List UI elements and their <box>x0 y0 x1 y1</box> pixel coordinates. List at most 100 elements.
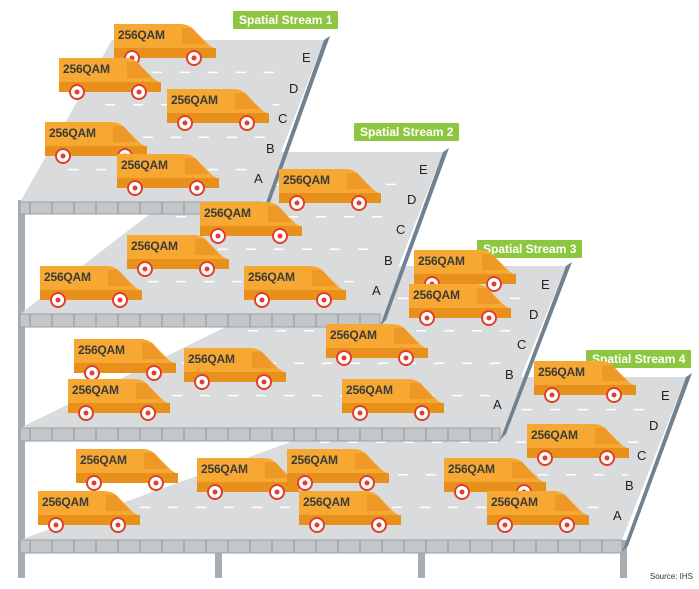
van-24: 256QAM <box>34 485 144 535</box>
van-17: 256QAM <box>338 373 448 423</box>
stream3-lane-d: D <box>529 307 539 322</box>
van-modulation-label: 256QAM <box>330 328 377 342</box>
stream4-lane-e: E <box>661 388 670 403</box>
van-icon <box>167 89 269 131</box>
van-modulation-label: 256QAM <box>346 383 393 397</box>
van-modulation-label: 256QAM <box>63 62 110 76</box>
van-modulation-label: 256QAM <box>201 462 248 476</box>
van-icon <box>74 339 176 381</box>
van-icon <box>200 202 302 244</box>
van-icon <box>127 235 229 277</box>
support-pillar-3 <box>418 540 425 578</box>
van-modulation-label: 256QAM <box>448 462 495 476</box>
van-modulation-label: 256QAM <box>491 495 538 509</box>
stream3-lane-a: A <box>493 397 502 412</box>
van-5: 256QAM <box>113 148 223 198</box>
support-pillar-4 <box>620 540 627 578</box>
van-modulation-label: 256QAM <box>531 428 578 442</box>
van-modulation-label: 256QAM <box>49 126 96 140</box>
deck-rail-4 <box>19 539 623 554</box>
van-icon <box>487 491 589 533</box>
van-icon <box>59 58 161 100</box>
van-modulation-label: 256QAM <box>121 158 168 172</box>
van-21: 256QAM <box>193 452 303 502</box>
source-note: Source: IHS <box>649 572 693 581</box>
stream-label-3: Spatial Stream 3 <box>477 240 583 258</box>
stream-label-4: Spatial Stream 4 <box>586 350 692 368</box>
stream1-lane-c: C <box>278 111 288 126</box>
van-13: 256QAM <box>70 333 180 383</box>
van-11: 256QAM <box>410 244 520 294</box>
van-icon <box>414 250 516 292</box>
stream3-lane-b: B <box>505 367 514 382</box>
van-icon <box>326 324 428 366</box>
stream4-lane-b: B <box>625 478 634 493</box>
stream4-lane-c: C <box>637 448 647 463</box>
van-icon <box>38 491 140 533</box>
support-pillar-2 <box>215 540 222 578</box>
van-14: 256QAM <box>180 342 290 392</box>
van-icon <box>342 379 444 421</box>
stream1-lane-b: B <box>266 141 275 156</box>
van-modulation-label: 256QAM <box>291 453 338 467</box>
van-icon <box>40 266 142 308</box>
van-icon <box>287 449 389 491</box>
van-icon <box>117 154 219 196</box>
van-modulation-label: 256QAM <box>131 239 178 253</box>
van-2: 256QAM <box>55 52 165 102</box>
support-pillar-1 <box>18 200 25 578</box>
stream2-lane-e: E <box>419 162 428 177</box>
van-modulation-label: 256QAM <box>72 383 119 397</box>
van-12: 256QAM <box>405 278 515 328</box>
stream1-lane-d: D <box>289 81 299 96</box>
stream-label-1: Spatial Stream 1 <box>233 11 339 29</box>
van-icon <box>299 491 401 533</box>
stream1-lane-a: A <box>254 171 263 186</box>
van-modulation-label: 256QAM <box>303 495 350 509</box>
stream3-lane-c: C <box>517 337 527 352</box>
van-9: 256QAM <box>36 260 146 310</box>
deck-edge-4 <box>622 373 692 552</box>
van-modulation-label: 256QAM <box>413 288 460 302</box>
stream1-lane-e: E <box>302 50 311 65</box>
van-modulation-label: 256QAM <box>204 206 251 220</box>
van-modulation-label: 256QAM <box>188 352 235 366</box>
van-22: 256QAM <box>283 443 393 493</box>
van-6: 256QAM <box>275 163 385 213</box>
van-10: 256QAM <box>240 260 350 310</box>
van-icon <box>279 169 381 211</box>
van-icon <box>68 379 170 421</box>
van-modulation-label: 256QAM <box>538 365 585 379</box>
stream-label-2: Spatial Stream 2 <box>354 123 460 141</box>
van-icon <box>244 266 346 308</box>
stream2-lane-d: D <box>407 192 417 207</box>
stream2-lane-b: B <box>384 253 393 268</box>
stream2-lane-c: C <box>396 222 406 237</box>
stream3-lane-e: E <box>541 277 550 292</box>
van-modulation-label: 256QAM <box>248 270 295 284</box>
stream4-lane-d: D <box>649 418 659 433</box>
van-modulation-label: 256QAM <box>118 28 165 42</box>
deck-edge-2 <box>380 148 449 326</box>
van-20: 256QAM <box>72 443 182 493</box>
van-icon <box>534 361 636 403</box>
van-26: 256QAM <box>483 485 593 535</box>
deck-rail-3 <box>19 427 501 442</box>
van-modulation-label: 256QAM <box>42 495 89 509</box>
van-icon <box>197 458 299 500</box>
van-icon <box>409 284 511 326</box>
van-modulation-label: 256QAM <box>44 270 91 284</box>
van-7: 256QAM <box>196 196 306 246</box>
stream4-lane-a: A <box>613 508 622 523</box>
stream2-lane-a: A <box>372 283 381 298</box>
van-icon <box>527 424 629 466</box>
van-16: 256QAM <box>64 373 174 423</box>
van-icon <box>76 449 178 491</box>
van-modulation-label: 256QAM <box>171 93 218 107</box>
van-icon <box>184 348 286 390</box>
van-modulation-label: 256QAM <box>418 254 465 268</box>
van-3: 256QAM <box>163 83 273 133</box>
van-25: 256QAM <box>295 485 405 535</box>
van-modulation-label: 256QAM <box>80 453 127 467</box>
